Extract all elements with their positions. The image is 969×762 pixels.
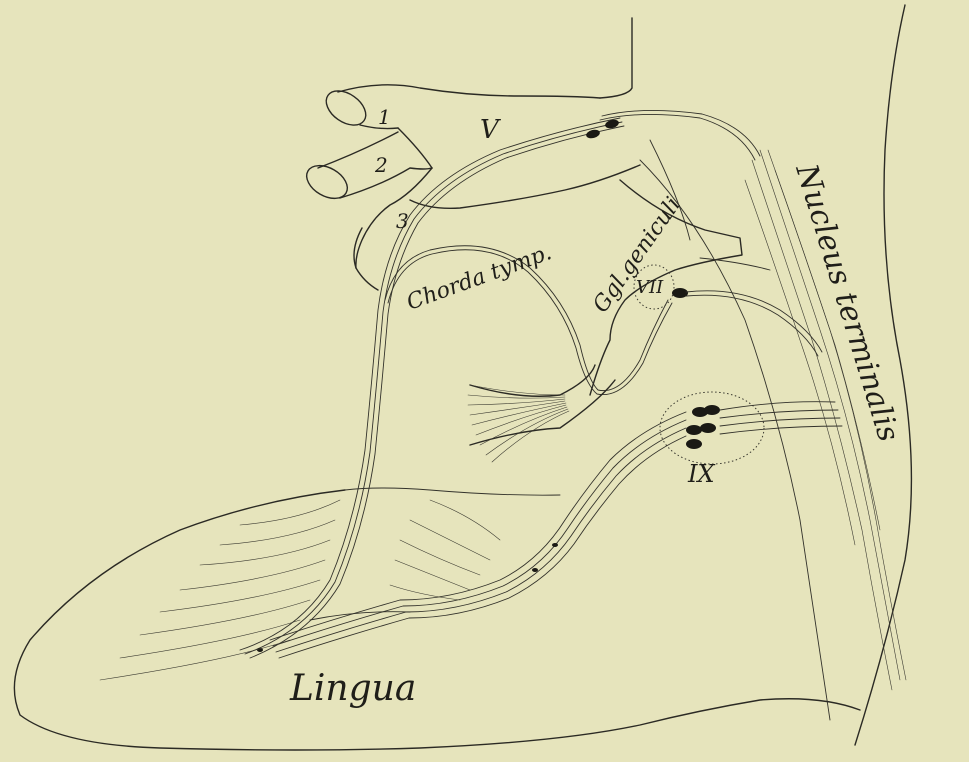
- label-branch-3: 3: [396, 209, 409, 233]
- label-nucleus-terminalis: Nucleus terminalis: [788, 159, 906, 446]
- label-facial: VII: [636, 277, 664, 298]
- facial-motor-fan: [468, 385, 569, 462]
- glossopharyngeal-nerve: [257, 392, 842, 658]
- tongue-outline: [14, 488, 860, 750]
- label-lingua: Lingua: [289, 668, 416, 709]
- tongue-nerve-branches: [100, 500, 500, 680]
- label-branch-2: 2: [374, 153, 388, 177]
- label-branch-1: 1: [378, 105, 391, 129]
- trigeminal-nerve: [301, 84, 640, 290]
- label-glossopharyngeal: IX: [687, 460, 715, 488]
- label-trigeminal: V: [480, 115, 501, 145]
